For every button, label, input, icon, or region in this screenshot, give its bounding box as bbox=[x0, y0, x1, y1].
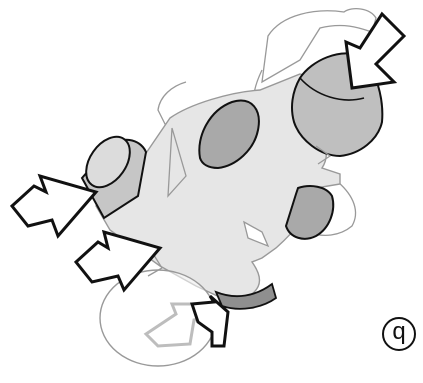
panel-label: q bbox=[382, 317, 416, 351]
arrow-upper-right bbox=[346, 14, 404, 88]
arrow-left-upper bbox=[12, 176, 96, 236]
